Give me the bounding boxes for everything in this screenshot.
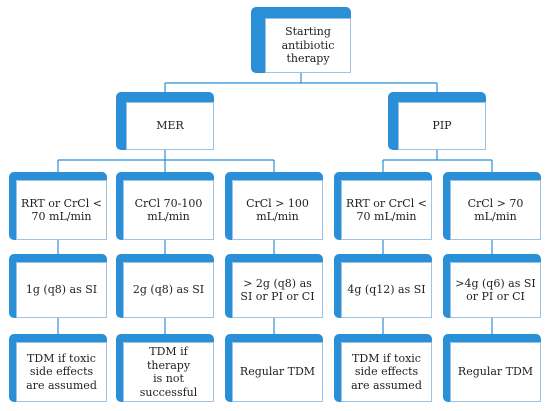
- mer-dose-mid-node: 2g (q8) as SI: [116, 254, 214, 318]
- mer-crcl-mid-node: CrCl 70-100 mL/min: [116, 172, 214, 240]
- root-label: Starting antibiotic therapy: [281, 25, 335, 66]
- mer-crcl-high-label: CrCl > 100 mL/min: [246, 196, 309, 224]
- pip-dose-low-label: 4g (q12) as SI: [347, 283, 426, 297]
- mer-dose-low-node: 1g (q8) as SI: [9, 254, 107, 318]
- pip-tdm-low-node: TDM if toxic side effects are assumed: [334, 334, 432, 402]
- pip-dose-high-node: >4g (q6) as SI or PI or CI: [443, 254, 541, 318]
- mer-label: MER: [156, 119, 184, 133]
- pip-tdm-high-label: Regular TDM: [457, 365, 534, 379]
- mer-crcl-mid-label: CrCl 70-100 mL/min: [134, 196, 203, 224]
- mer-node: MER: [116, 92, 214, 150]
- pip-crcl-high-label: CrCl > 70 mL/min: [467, 196, 524, 224]
- pip-dose-high-label: >4g (q6) as SI or PI or CI: [455, 276, 536, 304]
- mer-tdm-mid-label: TDM if therapy is not successful: [139, 345, 198, 399]
- mer-tdm-mid-node: TDM if therapy is not successful: [116, 334, 214, 402]
- mer-tdm-high-label: Regular TDM: [239, 365, 316, 379]
- pip-tdm-low-label: TDM if toxic side effects are assumed: [351, 351, 422, 392]
- root-node: Starting antibiotic therapy: [251, 7, 351, 73]
- connector-pip-split: [382, 150, 493, 172]
- pip-node: PIP: [388, 92, 486, 150]
- connector-root-split: [164, 73, 438, 92]
- pip-crcl-low-label: RRT or CrCl < 70 mL/min: [346, 196, 427, 224]
- connector-mer-split: [57, 150, 275, 172]
- mer-crcl-low-node: RRT or CrCl < 70 mL/min: [9, 172, 107, 240]
- mer-dose-low-label: 1g (q8) as SI: [25, 283, 98, 297]
- mer-crcl-low-label: RRT or CrCl < 70 mL/min: [21, 196, 102, 224]
- pip-crcl-low-node: RRT or CrCl < 70 mL/min: [334, 172, 432, 240]
- pip-dose-low-node: 4g (q12) as SI: [334, 254, 432, 318]
- mer-dose-high-label: > 2g (q8) as SI or PI or CI: [240, 276, 315, 304]
- pip-label: PIP: [432, 119, 452, 133]
- pip-crcl-high-node: CrCl > 70 mL/min: [443, 172, 541, 240]
- mer-tdm-high-node: Regular TDM: [225, 334, 323, 402]
- mer-dose-high-node: > 2g (q8) as SI or PI or CI: [225, 254, 323, 318]
- mer-dose-mid-label: 2g (q8) as SI: [132, 283, 205, 297]
- pip-tdm-high-node: Regular TDM: [443, 334, 541, 402]
- mer-tdm-low-label: TDM if toxic side effects are assumed: [26, 351, 97, 392]
- mer-tdm-low-node: TDM if toxic side effects are assumed: [9, 334, 107, 402]
- mer-crcl-high-node: CrCl > 100 mL/min: [225, 172, 323, 240]
